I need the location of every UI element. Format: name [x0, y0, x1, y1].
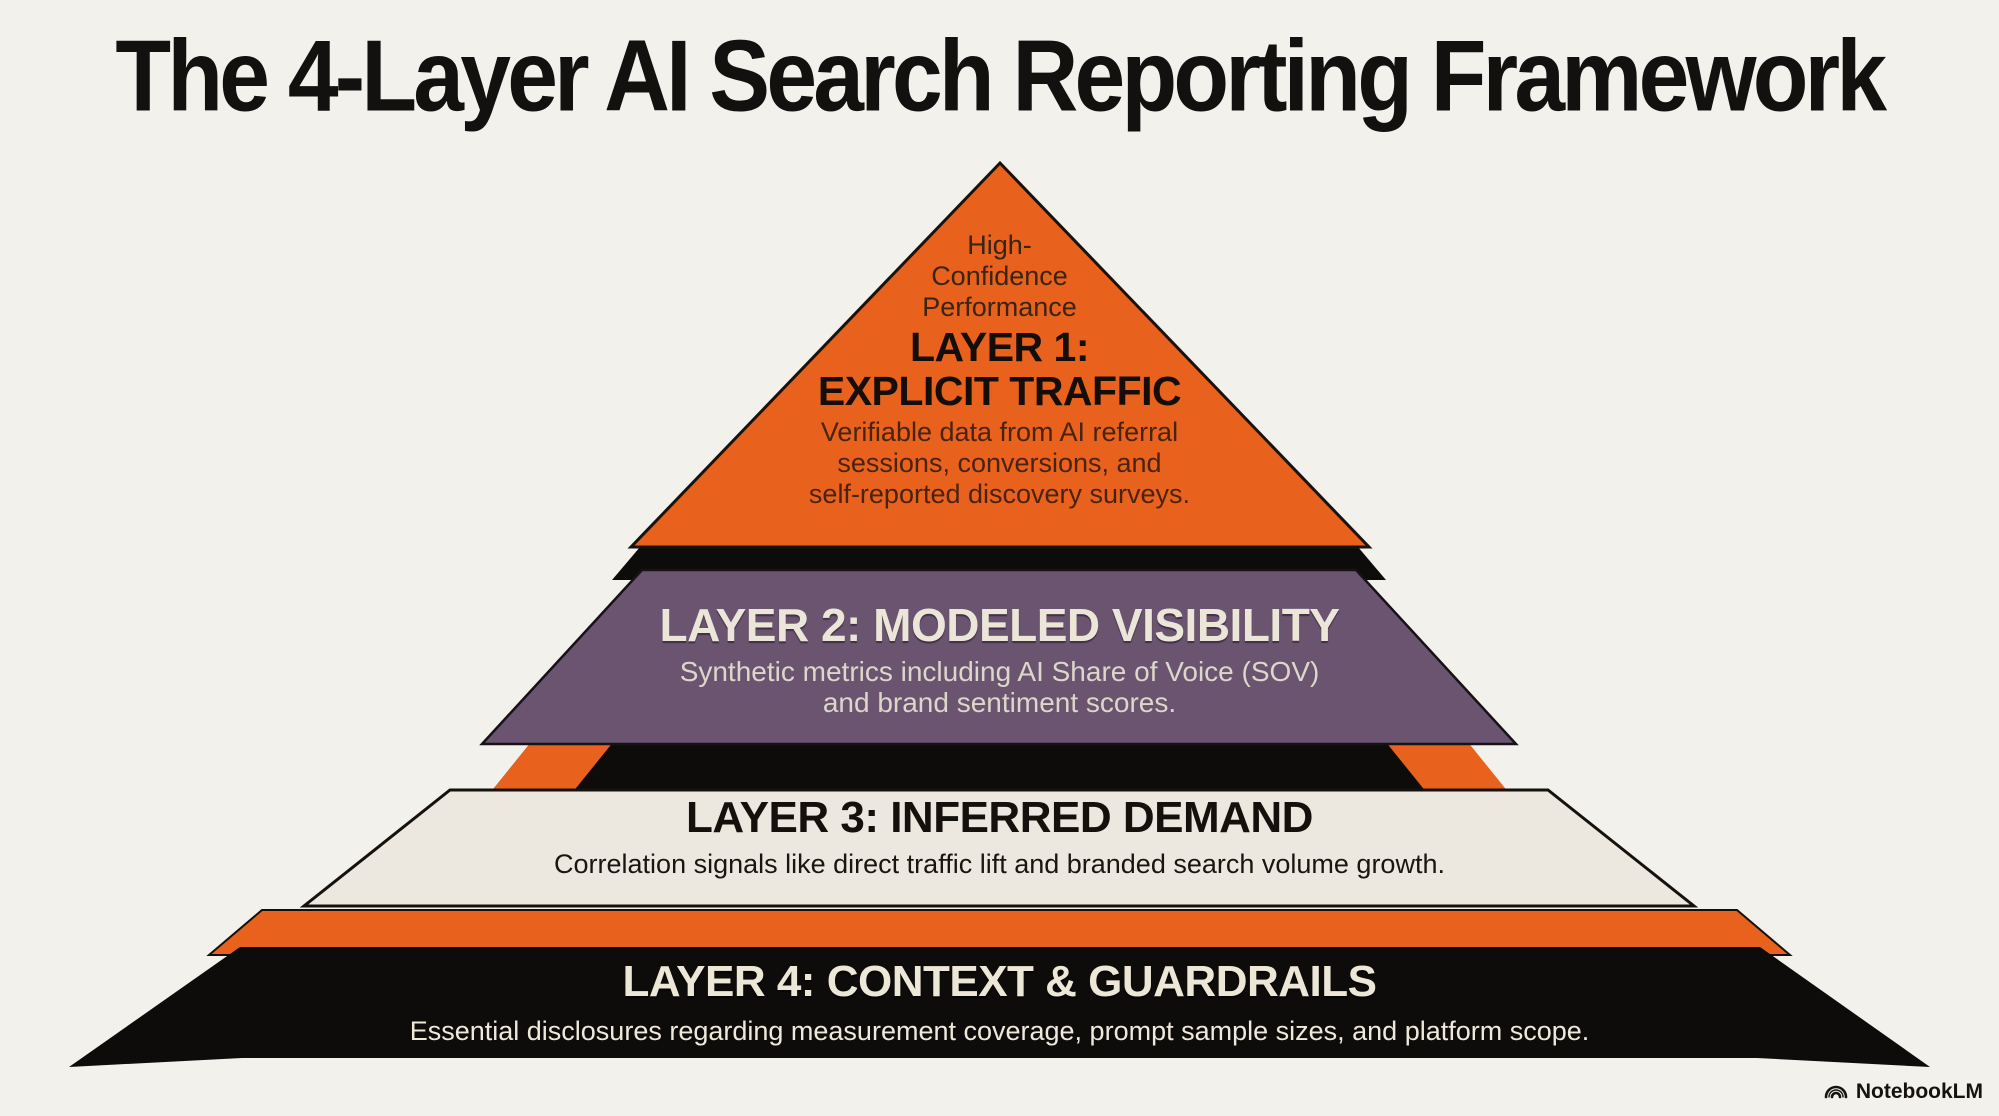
layer4-trapezoid [69, 947, 1930, 1067]
notebooklm-watermark: NotebookLM [1823, 1080, 1983, 1104]
shadow-band-under-layer2 [486, 736, 1512, 798]
layer1-title-line: EXPLICIT TRAFFIC [817, 368, 1182, 414]
notebooklm-label: NotebookLM [1855, 1080, 1983, 1103]
layer1-tagline: High- Confidence Performance [0, 230, 1999, 323]
layer1-description-line: self-reported discovery surveys. [808, 479, 1191, 509]
band-left-orange-wedge [486, 736, 618, 798]
layer1-title-line: LAYER 1: [909, 324, 1090, 370]
layer1-triangle [627, 160, 1373, 549]
layer2-description-line: and brand sentiment scores. [822, 687, 1177, 718]
band-right-orange-wedge [1381, 736, 1513, 798]
layer1-description-line: sessions, conversions, and [837, 448, 1162, 478]
layer3-title: LAYER 3: INFERRED DEMAND [686, 793, 1313, 842]
layer2-trapezoid [479, 568, 1519, 746]
layer3-description: Correlation signals like direct traffic … [0, 849, 1999, 879]
layer2-title: LAYER 2: MODELED VISIBILITY [659, 599, 1340, 651]
layer3-trapezoid [299, 788, 1699, 908]
layer1-description: Verifiable data from AI referral session… [0, 417, 1999, 510]
layer1-title: LAYER 1: EXPLICIT TRAFFIC [0, 325, 1999, 413]
orange-band-under-layer3 [206, 909, 1793, 956]
layer1-description-line: Verifiable data from AI referral [820, 417, 1179, 447]
layer1-tagline-line: Confidence [931, 261, 1068, 291]
layer2-description-line: Synthetic metrics including AI Share of … [679, 656, 1320, 687]
layer1-tagline-line: Performance [922, 292, 1077, 322]
layer4-description-line: Essential disclosures regarding measurem… [409, 1016, 1590, 1046]
layer4-description: Essential disclosures regarding measurem… [0, 1017, 1999, 1046]
page-title: The 4-Layer AI Search Reporting Framewor… [0, 18, 1999, 133]
layer3-description-line: Correlation signals like direct traffic … [554, 849, 1445, 879]
page-title-text: The 4-Layer AI Search Reporting Framewor… [115, 18, 1888, 133]
layer4-title: LAYER 4: CONTEXT & GUARDRAILS [622, 957, 1377, 1006]
layer1-tagline-line: High- [967, 230, 1032, 260]
notebooklm-icon [1824, 1085, 1848, 1099]
layer2-description: Synthetic metrics including AI Share of … [0, 656, 1999, 718]
